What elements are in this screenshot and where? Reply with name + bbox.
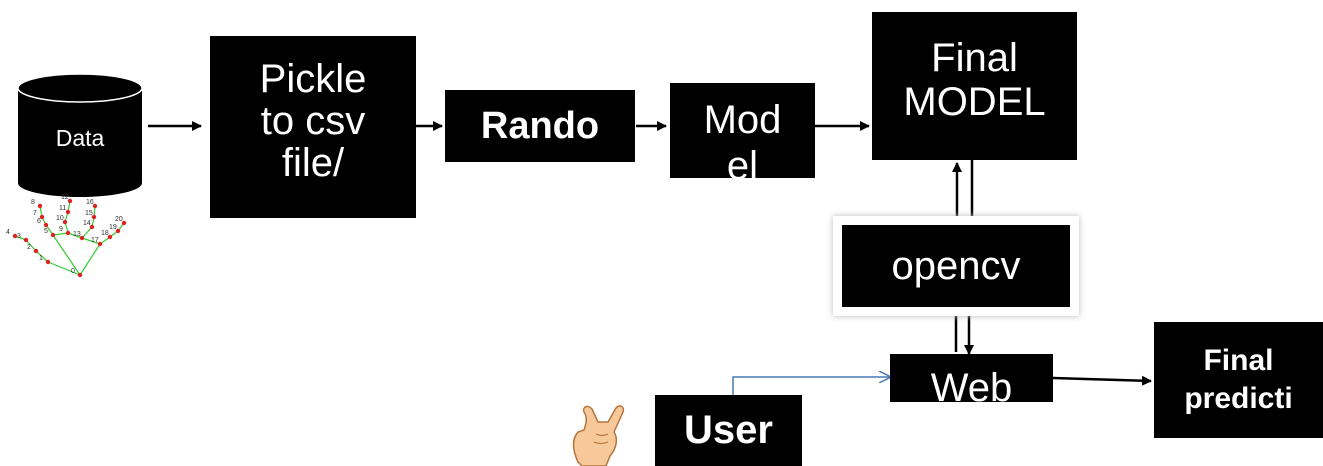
landmark-connection [81,226,93,239]
landmark-point [12,233,18,239]
landmark-label: 7 [33,210,37,217]
landmark-label: 18 [101,230,109,237]
landmark-connection [52,232,69,236]
user-label: User [684,408,773,452]
landmark-label: 14 [83,220,91,227]
pickle-line-3: file/ [281,141,345,185]
landmark-point [33,248,39,254]
pickle-node: Pickle to csv file/ [210,36,416,218]
landmark-point [45,259,51,265]
final-model-line-1: Final [931,36,1018,80]
landmark-connection [67,232,83,239]
landmark-label: 8 [31,199,35,206]
landmark-point [121,220,127,226]
web-node: Web [890,354,1053,402]
landmark-point [115,228,121,234]
landmark-label: 10 [56,215,64,222]
random-node: Rando [445,90,635,162]
landmark-label: 15 [85,210,93,217]
model-line-2: el [726,144,759,178]
landmark-point [50,232,56,238]
final-prediction-line-2: predicti [1184,382,1293,415]
final-model-line-2: MODEL [903,80,1046,124]
model-line-1: Mod [703,98,782,142]
final-prediction-line-1: Final [1203,344,1274,377]
landmark-connection [79,243,101,276]
landmark-point [67,198,73,204]
hand-gesture-icon [572,405,625,466]
pickle-line-2: to csv [260,99,366,143]
arrow-user-to-web [732,377,890,395]
landmark-label: 3 [17,233,21,240]
landmark-label: 1 [39,255,43,262]
landmark-point [65,230,71,236]
landmark-label: 20 [115,216,123,223]
landmark-label: 9 [59,226,63,233]
landmark-connection [52,234,81,276]
landmark-connection [47,261,81,276]
landmark-point [97,241,103,247]
opencv-node: opencv [833,216,1079,316]
landmark-point [23,237,29,243]
landmark-point [79,235,85,241]
data-label: Data [55,124,105,151]
landmark-connection [81,237,101,245]
final-prediction-node: Final predicti [1154,322,1323,438]
landmark-connection [35,250,49,263]
landmark-point [89,224,95,230]
landmark-label: 19 [109,224,117,231]
landmark-label: 13 [73,231,81,238]
landmark-point [107,234,113,240]
opencv-label: opencv [891,243,1021,288]
landmark-point [37,203,43,209]
pickle-line-1: Pickle [259,57,367,101]
landmark-label: 2 [27,244,31,251]
landmark-label: 16 [86,199,94,206]
landmark-label: 6 [37,218,41,225]
landmark-point [43,222,49,228]
random-label: Rando [480,104,600,147]
landmark-point [91,214,97,220]
landmark-point [39,214,45,220]
landmark-label: 5 [44,228,48,235]
landmark-label: 0 [71,268,75,275]
arrows [148,121,1152,386]
user-node: User [655,395,802,466]
arrow-web-to-final-prediction [1052,375,1152,386]
data-node-label: Data [18,88,142,188]
final-model-node: Final MODEL [872,12,1077,160]
landmark-label: 4 [6,229,10,236]
landmark-point [62,219,68,225]
data-cylinder [17,73,143,197]
web-label: Web [930,366,1013,402]
landmark-point [77,272,83,278]
landmark-label: 11 [59,205,66,212]
landmark-label: 12 [61,194,69,201]
landmark-connection [25,239,37,252]
landmark-label: 17 [91,237,99,244]
model-node: Mod el [670,83,815,178]
landmark-point [65,209,71,215]
landmark-point [92,203,98,209]
